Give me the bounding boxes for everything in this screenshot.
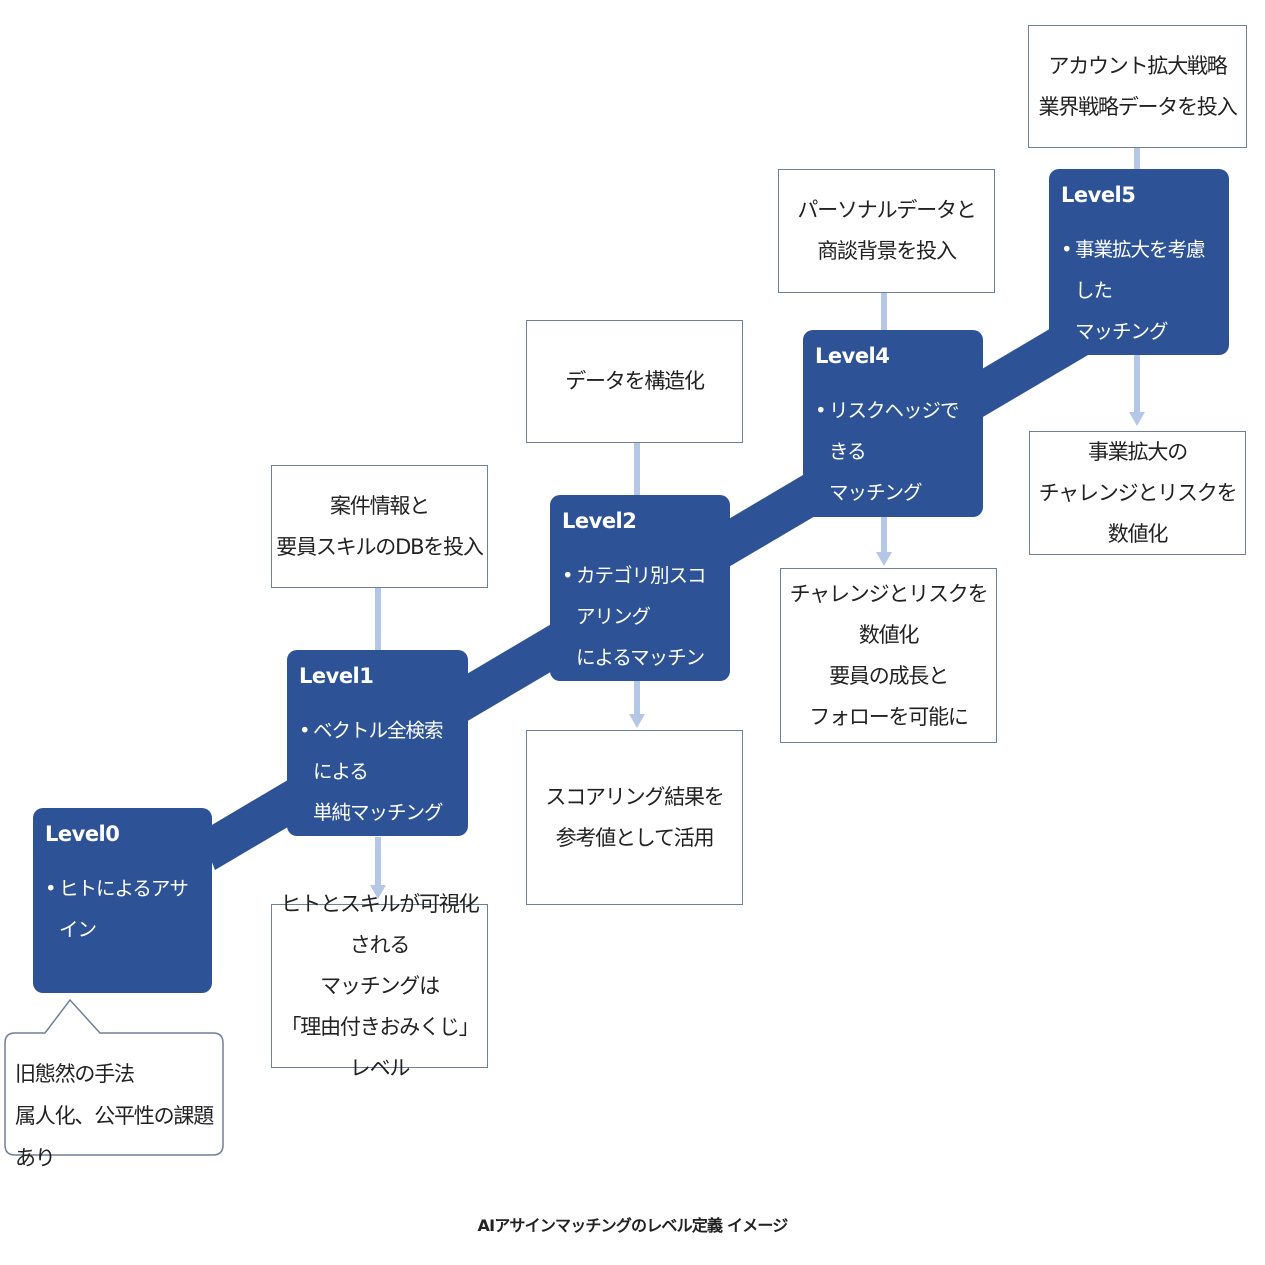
level0-item: • ヒトによるアサイン [45,868,202,950]
output-box-level1: ヒトとスキルが可視化される マッチングは 「理由付きおみくじ」レベル [271,892,488,1080]
figure-caption: AIアサインマッチングのレベル定義 イメージ [477,1216,789,1235]
level4-box: Level4 • リスクヘッジできる マッチング [803,330,983,517]
level2-item-text: カテゴリ別スコアリング によるマッチング [576,564,707,710]
level1-item-text: ベクトル全検索による 単純マッチング [313,719,444,824]
level0-item-text: ヒトによるアサイン [59,877,189,941]
callout-text: 旧態然の手法 属人化、公平性の課題あり [15,1062,214,1170]
bullet-icon: • [299,719,311,742]
bullet-icon: • [45,877,57,900]
level5-item: • 事業拡大を考慮した マッチング [1061,229,1219,352]
callout-shape [4,998,224,1156]
level5-box: Level5 • 事業拡大を考慮した マッチング [1049,169,1229,355]
arrowhead-level2 [629,714,645,728]
input-box-level1: 案件情報と 要員スキルのDBを投入 [271,465,488,588]
level4-item-text: リスクヘッジできる マッチング [829,399,960,504]
legacy-callout: 旧態然の手法 属人化、公平性の課題あり [4,998,225,1170]
input-box-level2: データを構造化 [526,320,743,443]
level2-item: • カテゴリ別スコアリング によるマッチング [562,555,720,719]
level1-box: Level1 • ベクトル全検索による 単純マッチング [287,650,468,836]
output-box-level5: 事業拡大の チャレンジとリスクを数値化 [1029,431,1246,555]
level4-title: Level4 [815,344,890,368]
bullet-icon: • [815,399,827,422]
input-box-level4: パーソナルデータと 商談背景を投入 [778,169,995,293]
level2-box: Level2 • カテゴリ別スコアリング によるマッチング [550,495,730,710]
level5-item-text: 事業拡大を考慮した マッチング [1075,238,1206,343]
input-box-level5: アカウント拡大戦略 業界戦略データを投入 [1028,25,1247,148]
level2-title: Level2 [562,509,637,533]
output-box-level4: チャレンジとリスクを数値化 要員の成長と フォローを可能に [780,568,997,743]
level0-box: Level0 • ヒトによるアサイン [33,808,212,993]
level4-item: • リスクヘッジできる マッチング [815,390,973,513]
arrowhead-level4 [876,552,892,566]
level1-item: • ベクトル全検索による 単純マッチング [299,710,458,833]
arrowhead-level1 [370,885,386,899]
bullet-icon: • [562,564,574,587]
level0-title: Level0 [45,822,120,846]
level5-title: Level5 [1061,183,1136,207]
bullet-icon: • [1061,238,1073,261]
arrowhead-level5 [1129,412,1145,426]
level1-title: Level1 [299,664,374,688]
output-box-level2: スコアリング結果を 参考値として活用 [526,730,743,905]
